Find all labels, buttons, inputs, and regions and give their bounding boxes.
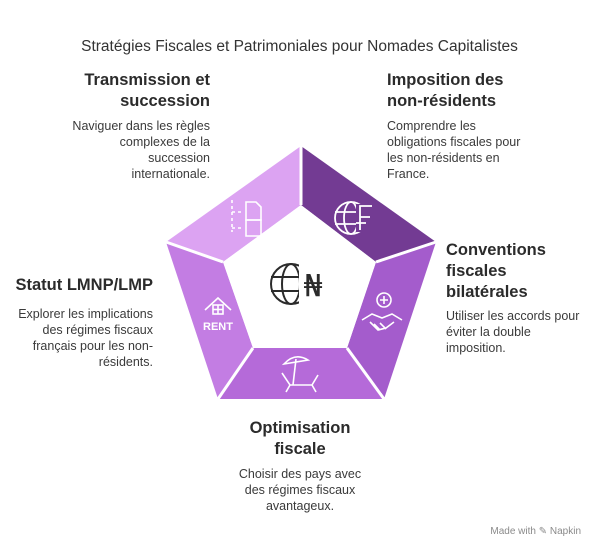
heading-conventions-line2: fiscales (446, 262, 507, 280)
napkin-footer[interactable]: Made with ✎ Napkin (490, 526, 581, 537)
heading-imposition-line1: Imposition des (387, 71, 504, 89)
heading-optimisation-line2: fiscale (274, 440, 326, 458)
desc-statut-line: résidents. (98, 355, 153, 369)
globe-franc-icon (334, 201, 372, 235)
desc-statut-line: français pour les non- (32, 339, 153, 353)
segment-optimisation (218, 348, 384, 399)
heading-statut: Statut LMNP/LMP (16, 275, 154, 296)
heading-statut-line1: Statut LMNP/LMP (15, 276, 154, 294)
desc-transmission-line: complexes de la (119, 135, 210, 149)
heading-transmission-line1: Transmission et (84, 71, 210, 89)
heading-imposition-line2: non-résidents (387, 92, 497, 110)
heading-optimisation-line1: Optimisation (249, 419, 351, 437)
beach-chair-icon (281, 356, 319, 393)
desc-optimisation: Choisir des pays avec des régimes fiscau… (200, 466, 400, 514)
house-rent-icon (204, 296, 232, 315)
desc-statut-line: des régimes fiscaux (42, 323, 153, 337)
desc-imposition-line: les non-résidents en (387, 151, 500, 165)
desc-transmission: Naviguer dans les règles complexes de la… (72, 118, 210, 182)
desc-conventions-line: imposition. (446, 341, 506, 355)
heading-conventions-line3: bilatérales (446, 283, 528, 301)
heading-optimisation: Optimisation fiscale (200, 418, 400, 460)
documents-icon (231, 200, 262, 237)
rent-label: RENT (203, 321, 233, 333)
segment-statut (166, 242, 253, 399)
naira-symbol: ₦ (303, 269, 322, 304)
desc-conventions: Utiliser les accords pour éviter la doub… (446, 308, 579, 356)
desc-transmission-line: Naviguer dans les règles (72, 119, 210, 133)
desc-imposition-line: obligations fiscales pour (387, 135, 521, 149)
desc-optimisation-line: avantageux. (265, 499, 335, 513)
desc-imposition-line: Comprendre les (387, 119, 476, 133)
segment-transmission (166, 146, 301, 262)
globe-naira-icon (270, 262, 325, 306)
desc-conventions-line: éviter la double (446, 325, 531, 339)
heading-transmission: Transmission et succession (84, 70, 210, 112)
heading-imposition: Imposition des non-résidents (387, 70, 503, 112)
desc-statut: Explorer les implications des régimes fi… (18, 306, 153, 370)
heading-conventions-line1: Conventions (446, 241, 546, 259)
desc-conventions-line: Utiliser les accords pour (446, 309, 580, 323)
heading-conventions: Conventions fiscales bilatérales (446, 240, 546, 303)
handshake-icon (361, 292, 403, 331)
desc-imposition-line: France. (387, 167, 430, 181)
heading-transmission-line2: succession (120, 92, 210, 110)
segment-conventions (347, 242, 436, 399)
page-title: Stratégies Fiscales et Patrimoniales pou… (81, 38, 518, 55)
desc-transmission-line: internationale. (131, 167, 210, 181)
desc-imposition: Comprendre les obligations fiscales pour… (387, 118, 520, 182)
desc-optimisation-line: des régimes fiscaux (244, 483, 356, 497)
desc-optimisation-line: Choisir des pays avec (238, 467, 362, 481)
desc-statut-line: Explorer les implications (18, 307, 153, 321)
desc-transmission-line: succession (148, 151, 210, 165)
